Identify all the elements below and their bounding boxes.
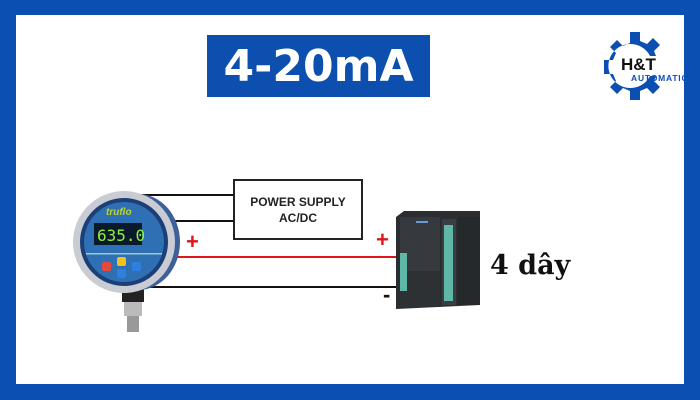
logo-name: H&T: [621, 55, 657, 74]
gauge-brand: truflo: [106, 207, 132, 218]
minus-sign: -: [383, 282, 391, 307]
power-supply-box: POWER SUPPLY AC/DC: [233, 179, 363, 240]
wire-count-label: 4 dây: [490, 250, 571, 281]
wire-signal-negative: [150, 286, 397, 288]
power-supply-line2: AC/DC: [279, 210, 317, 225]
pressure-transmitter: truflo 635.0: [73, 191, 180, 332]
wire-signal-positive: [167, 256, 398, 258]
plc-module: [396, 211, 480, 309]
power-supply-line1: POWER SUPPLY: [250, 194, 346, 209]
plus-sign-left: +: [186, 229, 199, 254]
gauge-reading: 635.0: [97, 226, 145, 245]
logo-gear-icon: H&T AUTOMATION: [604, 32, 688, 100]
title-banner: 4-20mA: [207, 35, 430, 97]
wire-power-2: [150, 220, 234, 222]
wire-power-1: [140, 194, 234, 196]
logo-sub: AUTOMATION: [631, 73, 688, 83]
plus-sign-right: +: [376, 227, 389, 252]
